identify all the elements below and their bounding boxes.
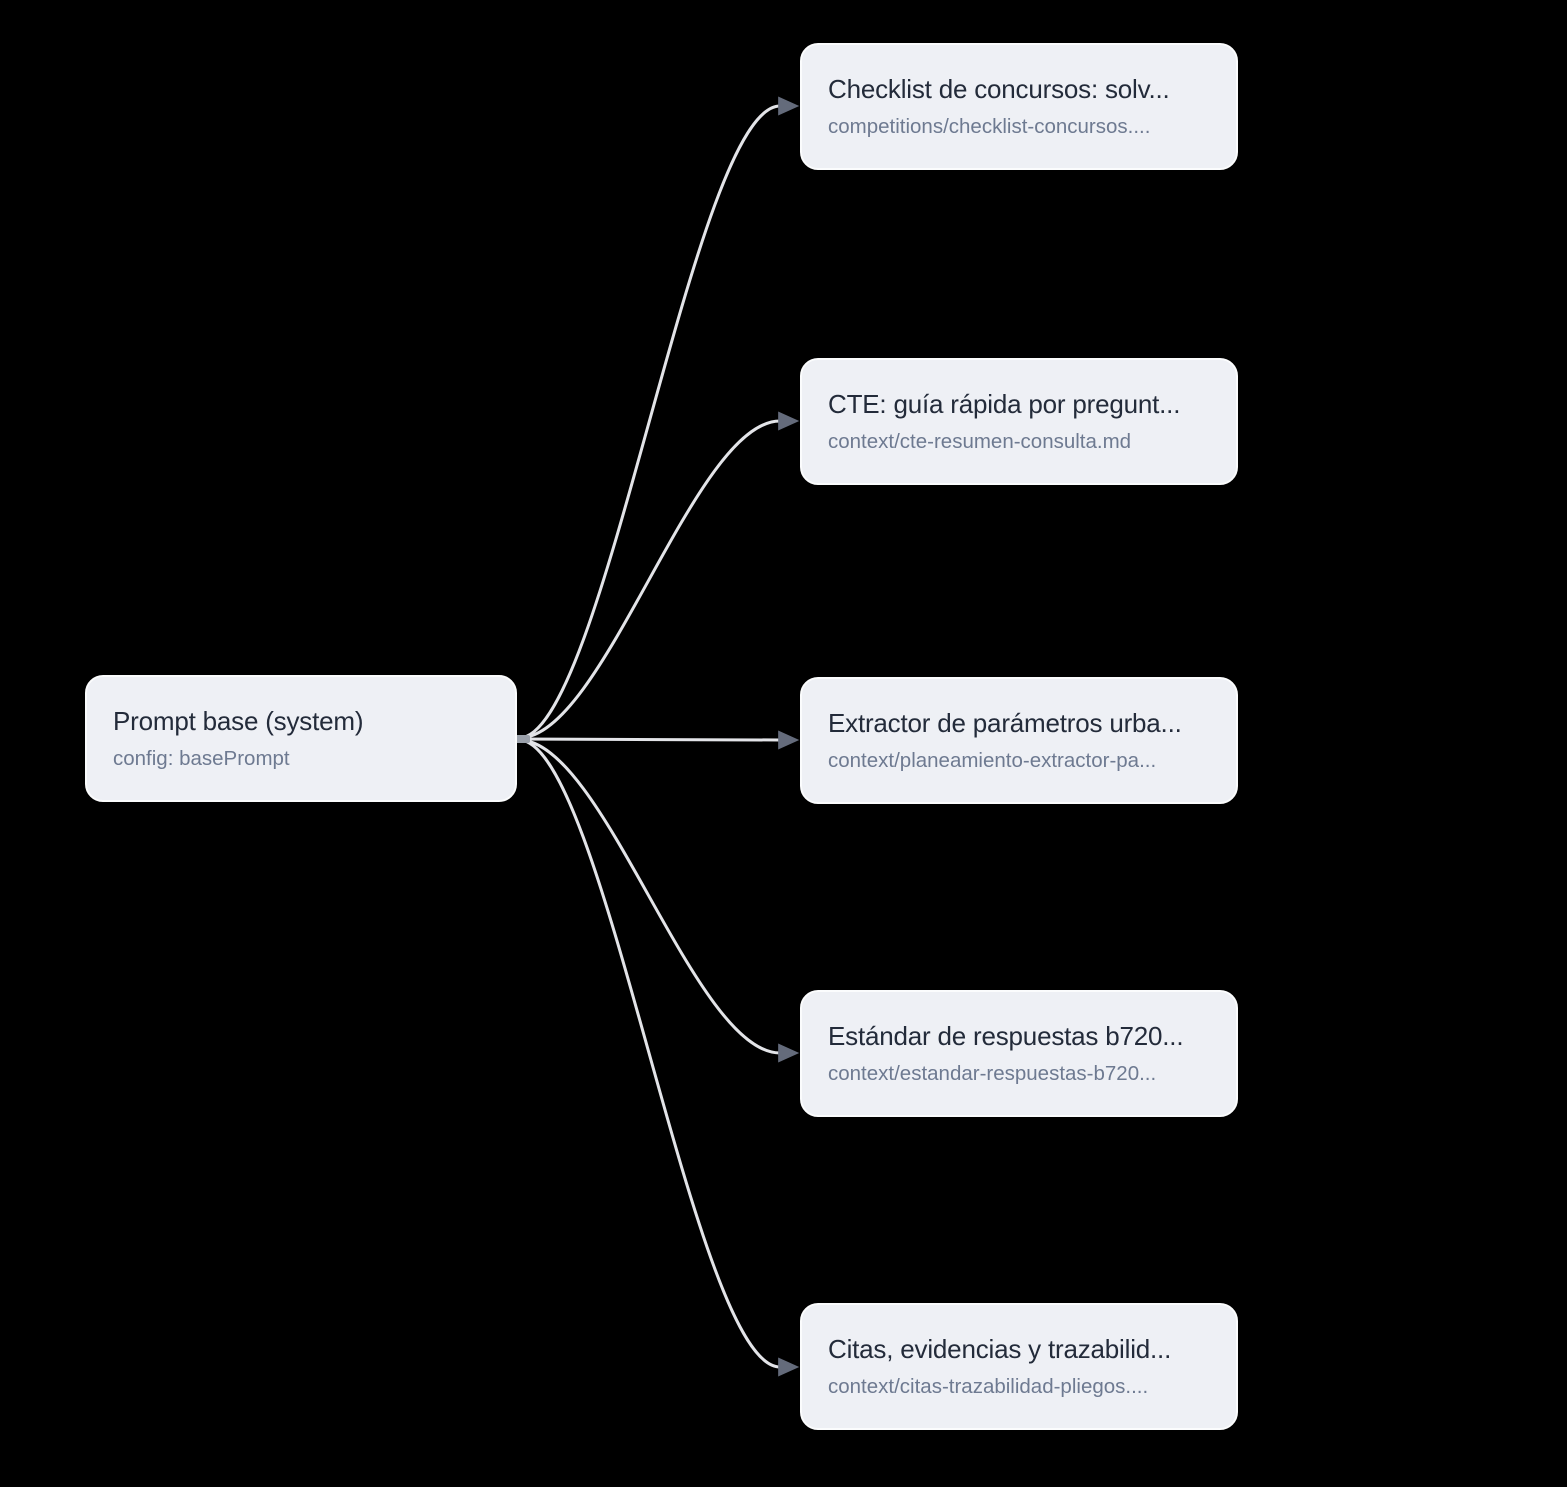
node-subtitle: context/cte-resumen-consulta.md bbox=[828, 429, 1132, 453]
edge-root-to-estandar[interactable] bbox=[518, 738, 800, 1063]
node-title: Extractor de parámetros urba... bbox=[828, 707, 1182, 738]
node-citas-trazabilidad[interactable]: Citas, evidencias y trazabilid... contex… bbox=[800, 1303, 1238, 1430]
edge-root-to-citas[interactable] bbox=[518, 738, 800, 1377]
node-estandar-respuestas[interactable]: Estándar de respuestas b720... context/e… bbox=[800, 990, 1238, 1117]
node-title: Checklist de concursos: solv... bbox=[828, 73, 1170, 104]
edge-root-to-checklist[interactable] bbox=[518, 96, 800, 740]
node-subtitle: competitions/checklist-concursos.... bbox=[828, 114, 1151, 138]
node-subtitle: context/estandar-respuestas-b720... bbox=[828, 1061, 1157, 1085]
node-title: CTE: guía rápida por pregunt... bbox=[828, 388, 1181, 419]
node-title: Estándar de respuestas b720... bbox=[828, 1020, 1184, 1051]
node-title: Prompt base (system) bbox=[113, 705, 364, 736]
node-subtitle: context/planeamiento-extractor-pa... bbox=[828, 748, 1157, 772]
edge-root-to-cte[interactable] bbox=[518, 411, 800, 740]
node-prompt-base[interactable]: Prompt base (system) config: basePrompt bbox=[85, 675, 517, 802]
node-title: Citas, evidencias y trazabilid... bbox=[828, 1333, 1172, 1364]
edge-root-to-extractor[interactable] bbox=[518, 730, 800, 750]
node-subtitle: context/citas-trazabilidad-pliegos.... bbox=[828, 1374, 1149, 1398]
source-handle[interactable] bbox=[513, 735, 530, 743]
node-cte-resumen[interactable]: CTE: guía rápida por pregunt... context/… bbox=[800, 358, 1238, 485]
node-subtitle: config: basePrompt bbox=[113, 746, 290, 770]
node-extractor-parametros[interactable]: Extractor de parámetros urba... context/… bbox=[800, 677, 1238, 804]
node-checklist-concursos[interactable]: Checklist de concursos: solv... competit… bbox=[800, 43, 1238, 170]
